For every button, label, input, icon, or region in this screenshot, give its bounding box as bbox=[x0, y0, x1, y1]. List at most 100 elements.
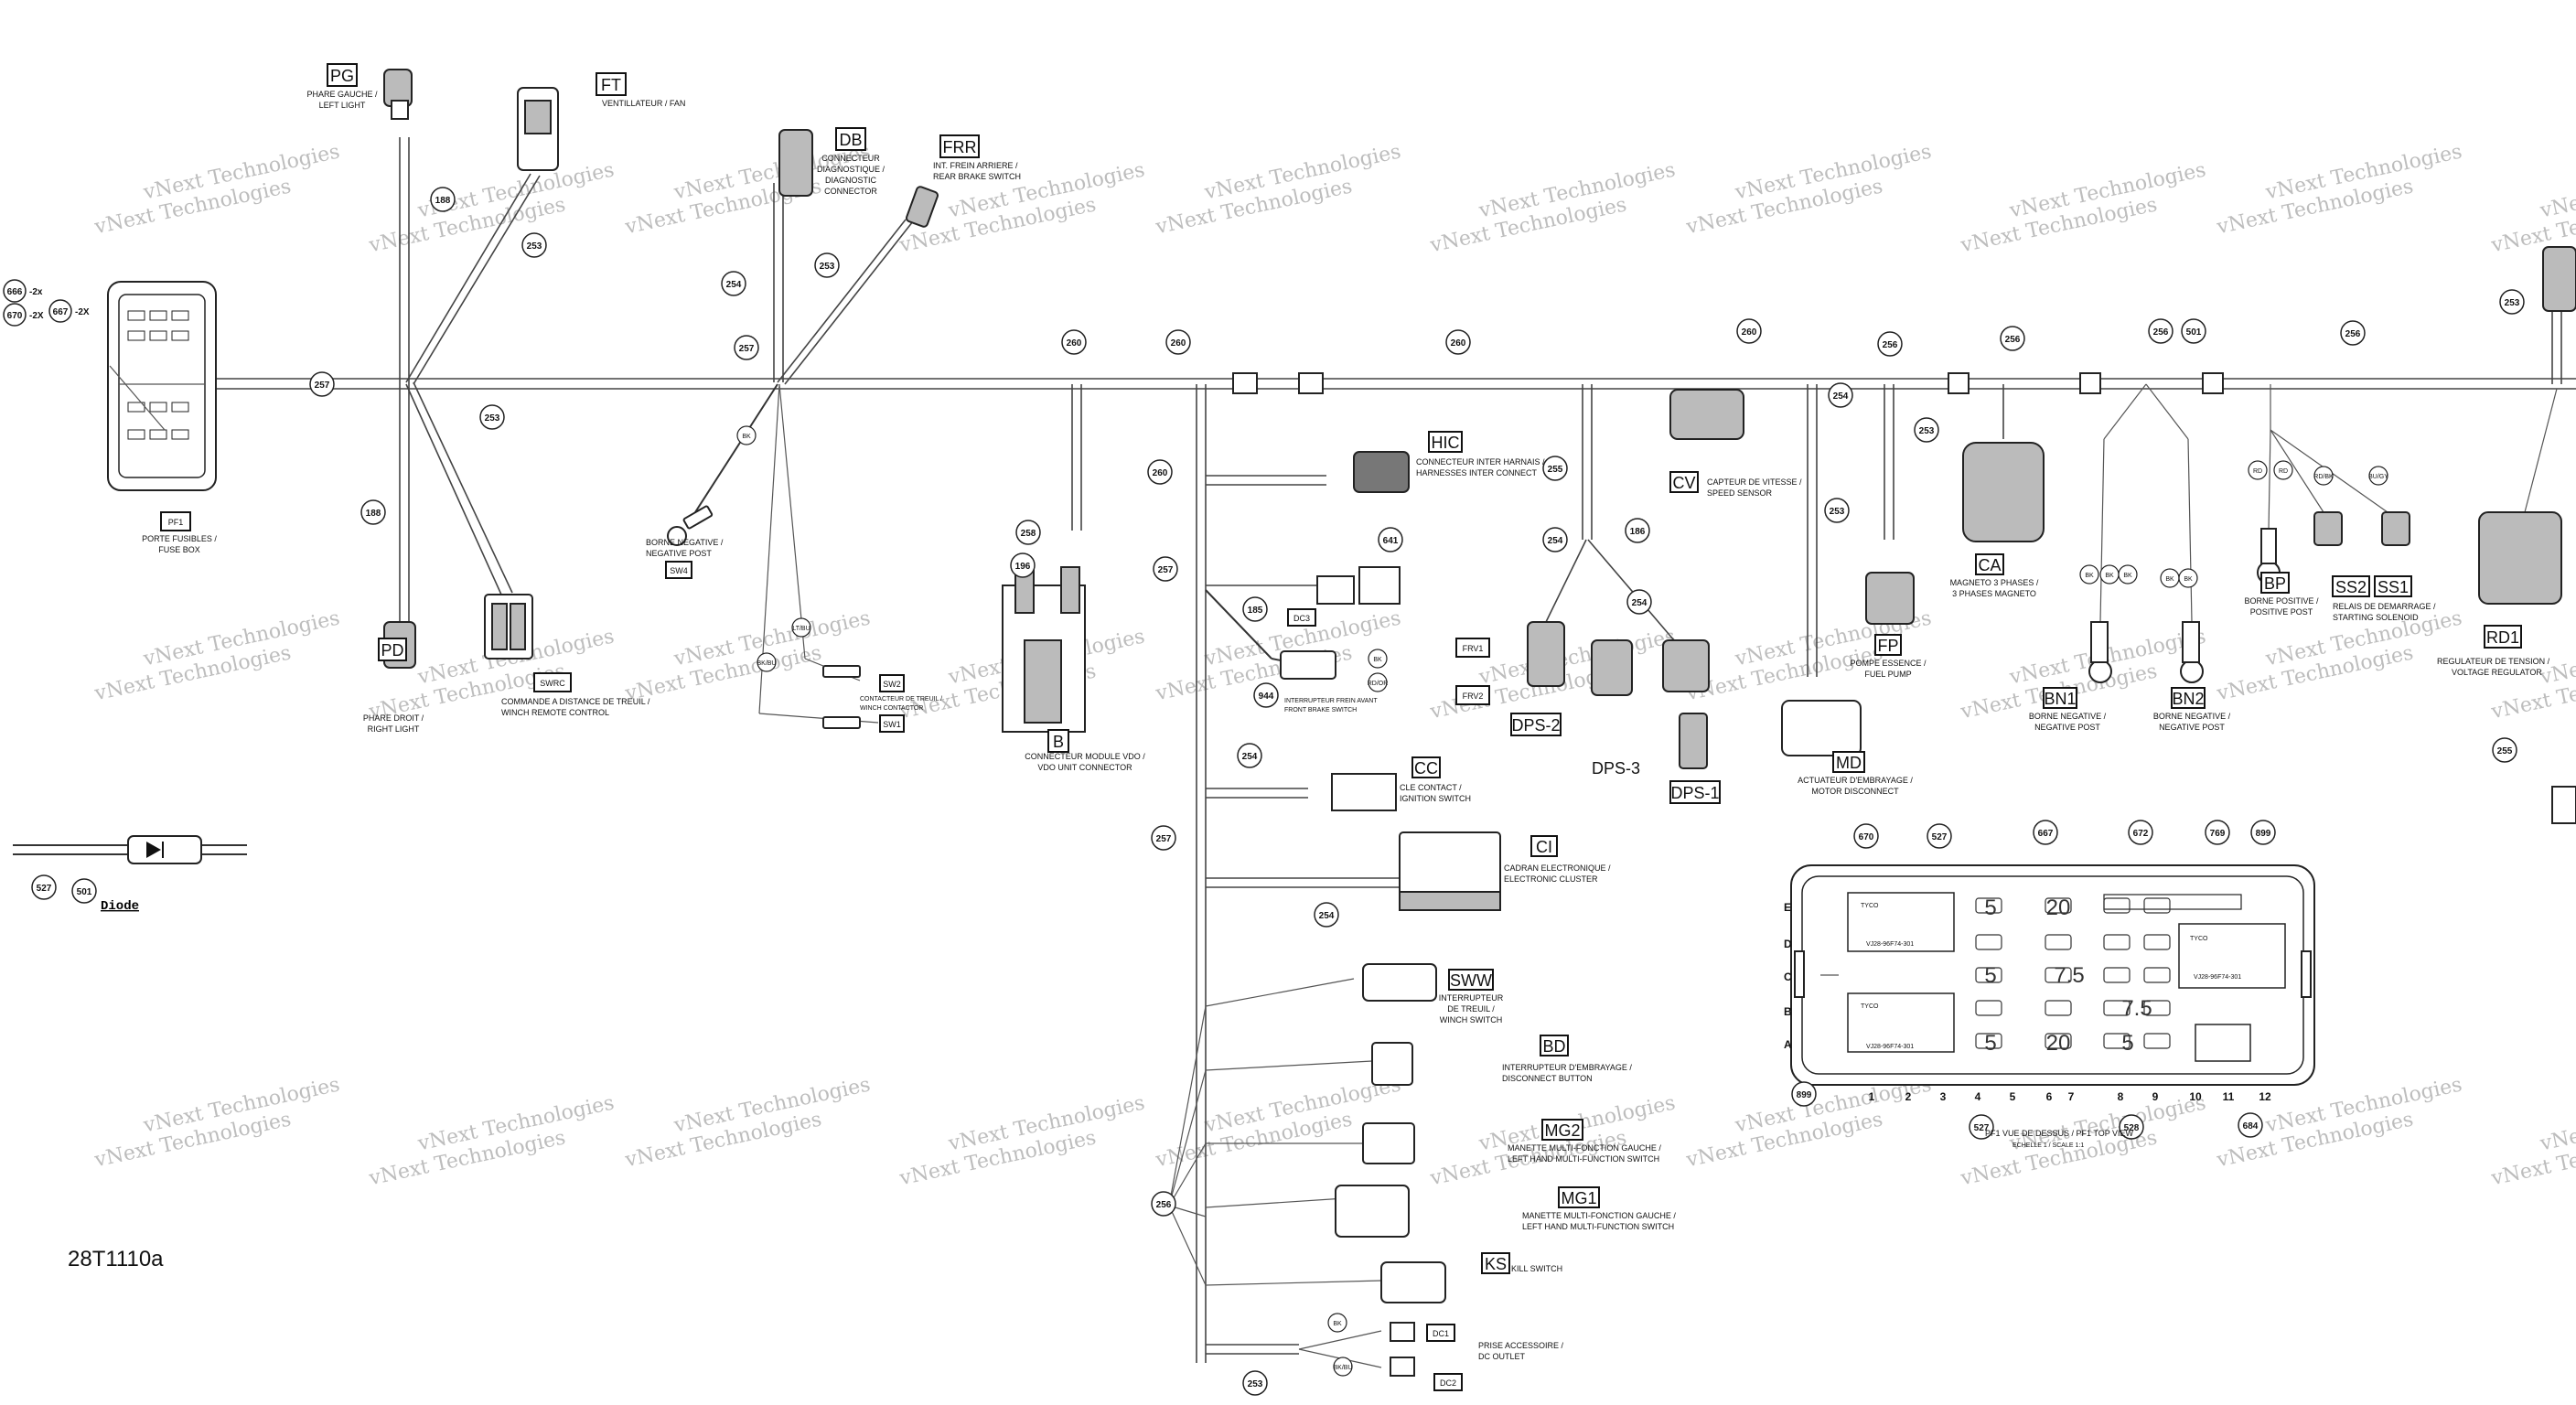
wire-color-label: BK/BU bbox=[757, 660, 776, 667]
wire-ref-bubble bbox=[1378, 527, 1403, 552]
wire-ref-bubble bbox=[1242, 1370, 1268, 1396]
connector-caption: STARTING SOLENOID bbox=[2333, 613, 2419, 622]
wire-color-marker bbox=[2273, 460, 2293, 480]
connector-code: PG bbox=[330, 67, 354, 85]
fuse-row-label: A bbox=[1784, 1038, 1792, 1051]
connector-caption: POSITIVE POST bbox=[2250, 607, 2313, 617]
wire-ref-bubble bbox=[1147, 459, 1173, 485]
wire-ref-bubble bbox=[1914, 417, 1939, 443]
connector-code: DPS-2 bbox=[1511, 716, 1560, 735]
connector-caption: NEGATIVE POST bbox=[2034, 723, 2100, 732]
connector-caption: CONTACTEUR DE TREUIL / bbox=[860, 696, 942, 702]
connector-caption: RIGHT LIGHT bbox=[368, 724, 420, 734]
wire-ref-bubble bbox=[2033, 820, 2058, 845]
connector-caption: HARNESSES INTER CONNECT bbox=[1416, 468, 1538, 477]
connector-caption: PRISE ACCESSOIRE / bbox=[1478, 1341, 1564, 1350]
wire-ref: 260 bbox=[1742, 327, 1757, 338]
fuse-slot bbox=[2045, 1000, 2072, 1016]
connector-caption: MOTOR DISCONNECT bbox=[1811, 787, 1899, 796]
connector-code: FT bbox=[601, 76, 621, 94]
fuse-col-label: 10 bbox=[2189, 1090, 2202, 1103]
connector-caption: REGULATEUR DE TENSION / bbox=[2437, 657, 2550, 666]
connector-code: DC2 bbox=[1440, 1378, 1456, 1388]
fuse-box-brand: TYCO bbox=[1861, 903, 1879, 909]
wire-ref-bubble bbox=[721, 271, 746, 296]
wire-ref-bubble bbox=[479, 404, 505, 430]
wire-color-label: RD/OR bbox=[1368, 681, 1389, 687]
wire-color-marker bbox=[2368, 466, 2388, 486]
connector-code: DB bbox=[839, 131, 862, 149]
connector-code: MG2 bbox=[1544, 1121, 1580, 1140]
wire-ref: 253 bbox=[1919, 426, 1935, 436]
fuse-slot bbox=[1975, 1033, 2002, 1049]
wire-ref-bubble bbox=[1927, 823, 1952, 849]
wire-ref: 253 bbox=[527, 241, 542, 252]
wire-ref-bubble bbox=[1151, 1191, 1176, 1217]
connector-caption: MAGNETO 3 PHASES / bbox=[1950, 578, 2039, 587]
fuse-rating: 5 bbox=[2121, 1031, 2133, 1056]
wire-ref: 501 bbox=[77, 887, 92, 897]
wire-ref-bubble bbox=[1542, 456, 1568, 481]
wire-ref-multiplier: -2x bbox=[29, 287, 43, 297]
connector-code: SW1 bbox=[883, 720, 901, 729]
wire-ref-bubble bbox=[1061, 329, 1087, 355]
wire-ref: 670 bbox=[7, 311, 23, 321]
wire-color-label: BK bbox=[1333, 1321, 1342, 1327]
wire-color-label: BK bbox=[2123, 573, 2132, 579]
wire-color-label: LT/BU bbox=[792, 626, 810, 632]
components bbox=[383, 69, 2576, 1377]
connector-caption: INT. FREIN ARRIERE / bbox=[933, 161, 1018, 170]
wire-ref-bubble bbox=[1015, 520, 1041, 545]
connector-caption: PHARE GAUCHE / bbox=[306, 90, 378, 99]
diode-label: Diode bbox=[101, 899, 139, 914]
wire-ref: 258 bbox=[1021, 529, 1036, 539]
watermark-text: vNext Technologies bbox=[2538, 159, 2576, 223]
wire-color-marker bbox=[736, 425, 757, 445]
wire-ref: 254 bbox=[726, 280, 742, 290]
wire-ref: 944 bbox=[1259, 692, 1274, 702]
connector-code: B bbox=[1053, 733, 1064, 751]
fuse-slot bbox=[2143, 934, 2171, 950]
fuse-slot bbox=[2103, 934, 2131, 950]
connector-caption: FRONT BRAKE SWITCH bbox=[1284, 707, 1357, 713]
connector-code: MG1 bbox=[1561, 1189, 1596, 1207]
fuse-col-label: 9 bbox=[2152, 1090, 2159, 1103]
wire-ref: 641 bbox=[1383, 536, 1399, 546]
wire-color-label: BK bbox=[1373, 657, 1382, 663]
connector-code: FRR bbox=[943, 138, 977, 156]
connector-labels: PG PHARE GAUCHE / LEFT LIGHT FT VENTILLA… bbox=[142, 63, 2550, 1391]
connector-caption: NEGATIVE POST bbox=[2159, 723, 2225, 732]
wire-ref: 253 bbox=[820, 262, 835, 272]
wire-ref: 254 bbox=[1833, 391, 1849, 402]
connector-caption: CONNECTOR bbox=[824, 187, 877, 196]
connector-caption: CLE CONTACT / bbox=[1400, 783, 1462, 792]
connector-caption: LEFT HAND MULTI-FUNCTION SWITCH bbox=[1508, 1154, 1659, 1164]
connector-caption: LEFT LIGHT bbox=[319, 101, 366, 110]
wire-ref: 186 bbox=[1630, 527, 1646, 537]
wire-ref: 256 bbox=[2005, 335, 2021, 345]
connector-caption: RELAIS DE DEMARRAGE / bbox=[2333, 602, 2436, 611]
connector-caption: BORNE POSITIVE / bbox=[2244, 596, 2319, 606]
wire-ref-bubble bbox=[1791, 1081, 1817, 1107]
wire-ref-bubble bbox=[430, 187, 456, 212]
wire-ref: 256 bbox=[2153, 327, 2169, 338]
connector-code: SWW bbox=[1450, 971, 1492, 990]
connector-code: PF1 bbox=[168, 518, 184, 527]
fuse-slot bbox=[1975, 934, 2002, 950]
wire-ref: 256 bbox=[2345, 329, 2361, 339]
connector-caption: DIAGNOSTIC bbox=[825, 176, 877, 185]
diode-labels: 527 501 Diode bbox=[31, 874, 139, 914]
fuse-rating: 7.5 bbox=[2054, 963, 2084, 988]
connector-code: BD bbox=[1542, 1037, 1565, 1056]
wire-ref: 260 bbox=[1451, 338, 1466, 349]
connector-caption: COMMANDE A DISTANCE DE TREUIL / bbox=[501, 697, 650, 706]
wire-ref: 667 bbox=[2038, 829, 2054, 839]
fuse-col-label: 1 bbox=[1869, 1090, 1875, 1103]
diode-symbol bbox=[13, 835, 247, 864]
wire-ref-bubble bbox=[1237, 743, 1262, 768]
